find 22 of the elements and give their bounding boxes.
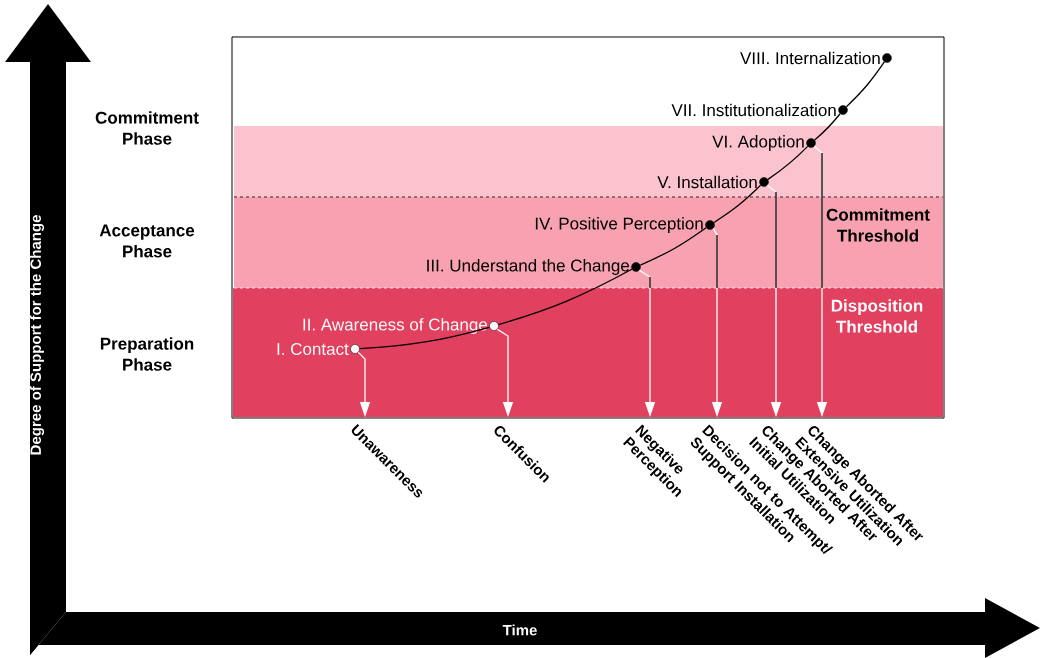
curve-segment [845, 61, 885, 108]
curve-segment [359, 326, 491, 350]
phase-label: Acceptance Phase [99, 224, 195, 258]
phase-label: Commitment Phase [95, 111, 199, 145]
curve-segment [639, 227, 707, 266]
axis-label: Degree of Support for the Change [30, 215, 45, 455]
curve-segment [767, 145, 809, 180]
curve-segment [814, 113, 841, 141]
stage-label: I. Contact [277, 343, 360, 355]
curve-segment [497, 268, 633, 326]
stage-label: VI. Adoption [712, 135, 816, 151]
curve-segment [713, 184, 762, 224]
stage-label: V. Installation [657, 175, 769, 189]
stage-label: II. Awareness of Change [303, 318, 499, 334]
stage-label: III. Understand the Change [427, 259, 641, 275]
threshold-label: Commitment Threshold [826, 208, 930, 242]
stage-label: VIII. Internalization [740, 51, 892, 65]
stage-label: IV. Positive Perception [535, 217, 715, 233]
axis-label: Time [502, 624, 537, 636]
phase-label: Preparation Phase [100, 337, 194, 371]
threshold-label: Disposition Threshold [831, 299, 923, 333]
stage-label: VII. Institutionalization [671, 103, 848, 117]
